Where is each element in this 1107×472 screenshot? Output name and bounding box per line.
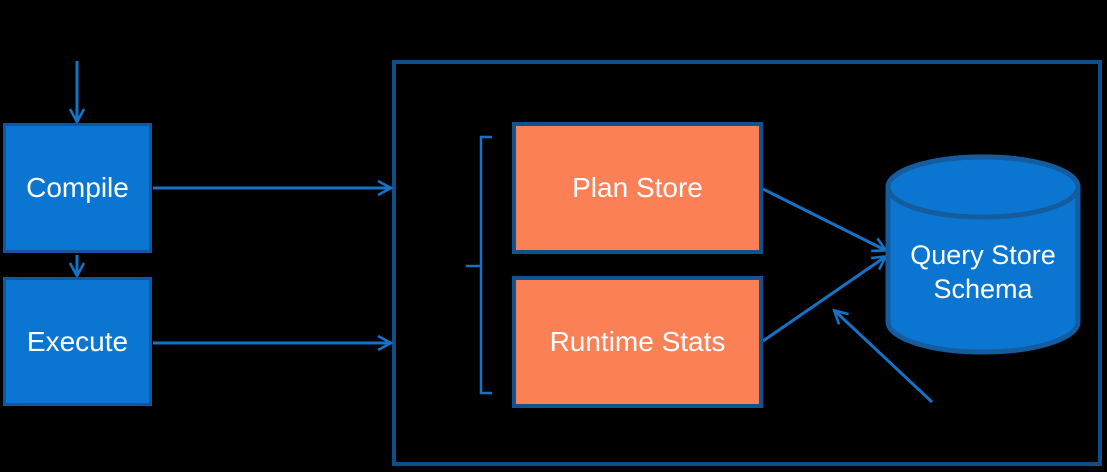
node-query-store-schema-label: Query Store Schema [888,238,1078,306]
node-execute: Execute [3,277,152,406]
node-runtime-stats: Runtime Stats [512,276,763,408]
arrow-planstore-to-schema-icon [762,187,885,250]
node-runtime-stats-label: Runtime Stats [549,326,726,358]
query-store-schema-line2: Schema [933,274,1033,304]
query-store-cylinder [885,154,1081,355]
node-compile-label: Compile [26,172,129,204]
query-store-schema-line1: Query Store [910,240,1056,270]
brace-icon [466,135,492,395]
arrow-bottom-to-schema-icon [835,311,934,404]
node-plan-store: Plan Store [512,122,763,254]
cylinder-top [885,154,1081,220]
node-compile: Compile [3,123,152,253]
node-plan-store-label: Plan Store [572,172,703,204]
node-execute-label: Execute [26,325,129,357]
arrow-runtimestats-to-schema-icon [762,257,885,343]
query-store-container-frame [392,60,1102,466]
